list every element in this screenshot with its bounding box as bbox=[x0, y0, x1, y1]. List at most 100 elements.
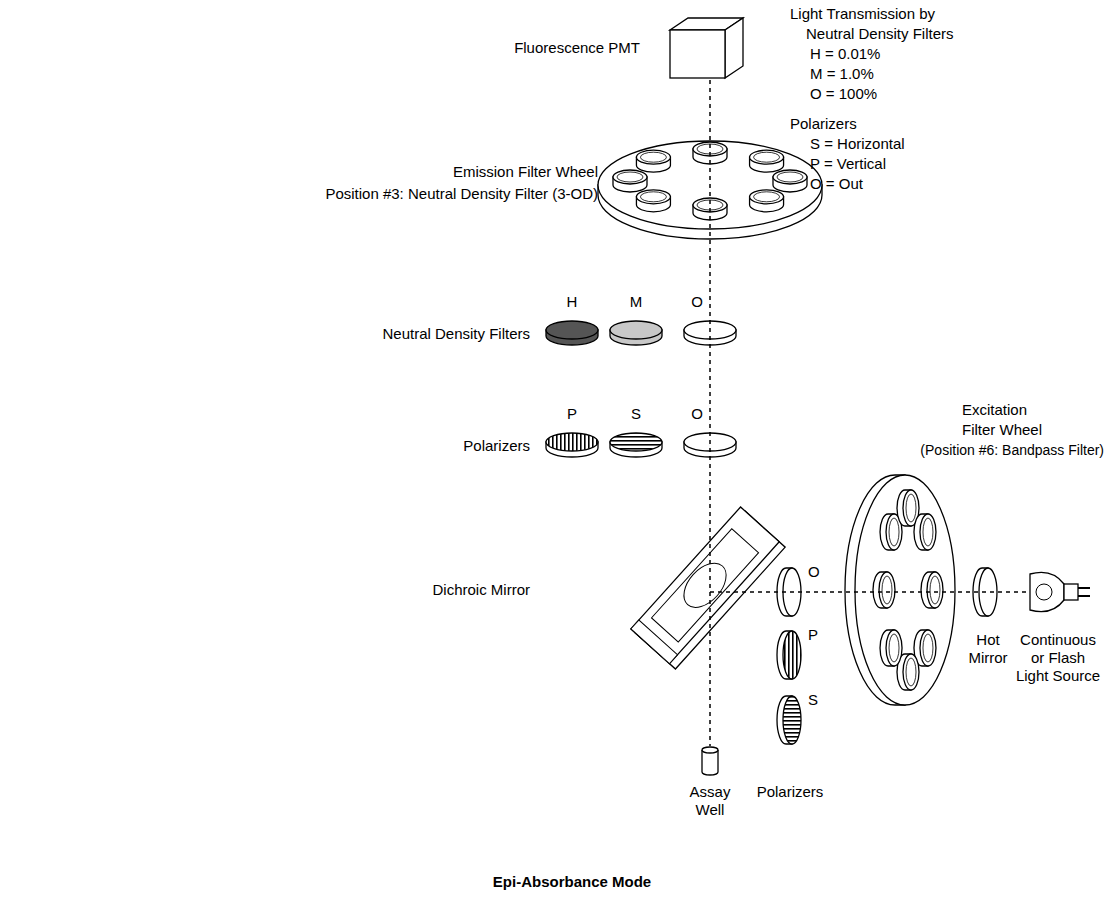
cup-rim bbox=[754, 152, 780, 162]
part-label: Assay bbox=[690, 783, 731, 801]
part-label: S bbox=[808, 691, 818, 709]
part-label: Excitation bbox=[962, 401, 1027, 419]
cup-rim bbox=[923, 634, 933, 662]
part-label: Neutral Density Filters bbox=[382, 325, 530, 343]
part-label: S = Horizontal bbox=[810, 135, 905, 153]
polarizer-vertical bbox=[546, 433, 598, 457]
part-label: Mirror bbox=[968, 649, 1007, 667]
part-label: Light Transmission by bbox=[790, 5, 935, 23]
dichroic-mirror bbox=[631, 507, 785, 669]
mirror-aperture bbox=[676, 555, 735, 615]
excitation-filter-cup bbox=[880, 630, 902, 666]
nd-filter-high-face bbox=[546, 321, 598, 339]
part-label: P bbox=[808, 626, 818, 644]
lamp-pins bbox=[1078, 588, 1090, 596]
excitation-filter-cup bbox=[921, 572, 943, 608]
lamp-reflector bbox=[1030, 572, 1064, 611]
cup-rim bbox=[640, 192, 666, 202]
mirror-holder bbox=[631, 507, 779, 664]
figure-caption: Epi-Absorbance Mode bbox=[493, 873, 651, 891]
emission-filter-cup bbox=[636, 190, 670, 212]
emission-filter-cup-face bbox=[636, 190, 670, 204]
cup-rim bbox=[906, 494, 916, 522]
emission-filter-cup-face bbox=[636, 150, 670, 164]
polarizer-horizontal bbox=[610, 433, 662, 457]
polarizer-vertical-face bbox=[546, 433, 598, 451]
emission-filter-cup bbox=[773, 170, 807, 192]
part-label: Polarizers bbox=[790, 115, 857, 133]
emission-filter-cup-face bbox=[773, 170, 807, 184]
part-label: (Position #6: Bandpass Filter) bbox=[920, 441, 1104, 459]
lamp-base bbox=[1064, 584, 1078, 600]
cup-rim bbox=[923, 518, 933, 546]
cup-rim bbox=[889, 634, 899, 662]
ex-polarizer-vertical bbox=[777, 631, 801, 679]
polarizer-horizontal-face bbox=[610, 433, 662, 451]
polarizer-out bbox=[684, 433, 736, 457]
part-label: Filter Wheel bbox=[962, 421, 1042, 439]
excitation-filter-cup bbox=[873, 572, 895, 608]
part-label: Hot bbox=[976, 631, 999, 649]
mirror-tab bbox=[631, 620, 678, 664]
excitation-filter-cup-face bbox=[879, 572, 895, 608]
emission-filter-cup bbox=[613, 170, 647, 192]
cup-rim bbox=[930, 576, 940, 604]
excitation-filter-cup bbox=[914, 514, 936, 550]
pmt-detector bbox=[670, 18, 743, 78]
ex-polarizer-vertical-face bbox=[783, 631, 801, 679]
excitation-filter-cup-face bbox=[920, 514, 936, 550]
part-label: P bbox=[567, 405, 577, 423]
lamp-bulb bbox=[1036, 584, 1052, 600]
light-beam bbox=[709, 80, 711, 746]
emission-filter-cup bbox=[750, 190, 784, 212]
part-label: M = 1.0% bbox=[810, 65, 874, 83]
components bbox=[546, 18, 1090, 775]
part-label: M bbox=[630, 293, 643, 311]
part-label: Well bbox=[696, 801, 725, 819]
excitation-filter-cup-face bbox=[886, 630, 902, 666]
part-label: O = Out bbox=[810, 175, 863, 193]
pmt-side bbox=[725, 18, 743, 78]
cup-rim bbox=[617, 172, 643, 182]
nd-filter-high bbox=[546, 321, 598, 345]
part-label: S bbox=[631, 405, 641, 423]
light-beam bbox=[710, 591, 1030, 593]
excitation-filter-cup-face bbox=[903, 654, 919, 690]
part-label: P = Vertical bbox=[810, 155, 886, 173]
excitation-filter-cup-face bbox=[920, 630, 936, 666]
part-label: O bbox=[691, 405, 703, 423]
part-label: Emission Filter Wheel bbox=[453, 163, 598, 181]
part-label: Continuous bbox=[1020, 631, 1096, 649]
cup-rim bbox=[640, 152, 666, 162]
emission-filter-cup bbox=[636, 150, 670, 172]
part-label: or Flash bbox=[1031, 649, 1085, 667]
part-label: H = 0.01% bbox=[810, 45, 880, 63]
nd-filter-medium-face bbox=[610, 321, 662, 339]
part-label: Neutral Density Filters bbox=[806, 25, 954, 43]
pmt-front bbox=[670, 30, 725, 78]
emission-filter-cup-face bbox=[750, 190, 784, 204]
excitation-filter-cup-face bbox=[927, 572, 943, 608]
part-label: H bbox=[567, 293, 578, 311]
part-label: Polarizers bbox=[757, 783, 824, 801]
mirror-glass bbox=[652, 529, 759, 642]
part-label: O bbox=[691, 293, 703, 311]
cup-rim bbox=[906, 658, 916, 686]
part-label: Position #3: Neutral Density Filter (3-O… bbox=[325, 185, 598, 203]
light-source bbox=[1030, 572, 1090, 611]
ex-polarizer-horizontal-face bbox=[783, 696, 801, 744]
part-label: Dichroic Mirror bbox=[433, 581, 531, 599]
assay-well bbox=[702, 747, 718, 775]
part-label: Polarizers bbox=[463, 437, 530, 455]
cup-rim bbox=[889, 518, 899, 546]
hot-mirror-face bbox=[979, 568, 997, 616]
part-label: Fluorescence PMT bbox=[514, 39, 640, 57]
well-body bbox=[702, 750, 718, 775]
emission-filter-cup-face bbox=[750, 150, 784, 164]
emission-filter-cup bbox=[750, 150, 784, 172]
ex-polarizer-out bbox=[777, 568, 801, 616]
excitation-filter-wheel-face bbox=[855, 475, 955, 705]
excitation-filter-wheel bbox=[845, 475, 955, 705]
part-label: O = 100% bbox=[810, 85, 877, 103]
nd-filter-medium bbox=[610, 321, 662, 345]
